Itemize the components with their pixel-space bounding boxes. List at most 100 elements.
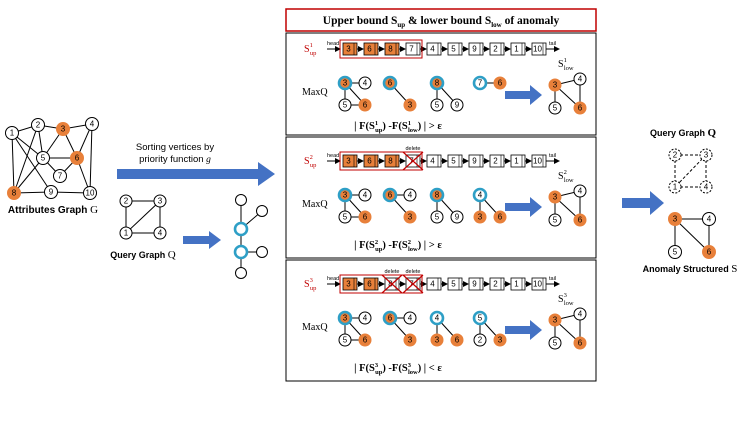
node-circle — [548, 101, 562, 115]
maxq-subgraph: 63 — [382, 75, 417, 112]
list-cell-5: 5 — [447, 42, 463, 56]
node-circle — [429, 310, 445, 326]
node-label: 4 — [704, 183, 709, 192]
node-label: 4 — [707, 215, 712, 224]
list-cell-1: 1 — [510, 42, 526, 56]
node-label: 6 — [498, 213, 503, 222]
maxq-top-node: 6 — [382, 310, 398, 326]
header-title-suffix: of anomaly — [502, 15, 560, 27]
maxq-node: 4 — [358, 311, 372, 325]
node-circle — [702, 212, 716, 226]
list-head-label: head — [327, 276, 339, 282]
node-label: 5 — [553, 339, 558, 348]
tree-leaf-node — [235, 267, 247, 279]
maxq-node: 3 — [473, 210, 487, 224]
node-circle — [56, 122, 70, 136]
node-circle — [472, 75, 488, 91]
tree-center-node — [233, 221, 249, 237]
anomaly-label: Anomaly Structured — [643, 264, 729, 274]
anomaly-node-5: 5 — [668, 245, 682, 259]
node-label: 4 — [363, 314, 368, 323]
list-head-label: head — [327, 41, 339, 47]
node-circle — [233, 221, 249, 237]
node-circle — [358, 311, 372, 325]
list-cell-value: 1 — [514, 45, 519, 54]
attr-graph-node-7: 7 — [53, 169, 67, 183]
list-cell-value: 4 — [430, 157, 435, 166]
tree-leaf-node — [235, 194, 247, 206]
node-label: 7 — [478, 79, 483, 88]
list-cell-value: 3 — [346, 45, 351, 54]
node-circle — [472, 310, 488, 326]
anomaly-node-3: 3 — [668, 212, 682, 226]
list-cell-2: 2 — [489, 42, 505, 56]
node-circle — [358, 76, 372, 90]
node-circle — [382, 75, 398, 91]
attr-graph-edge — [11, 132, 15, 194]
node-label: 5 — [673, 248, 678, 257]
anomaly-edge — [674, 218, 710, 253]
query-right-node-3: 3 — [699, 148, 713, 162]
list-cell-value: 8 — [388, 157, 393, 166]
node-label: 2 — [124, 197, 129, 206]
node-label: 3 — [408, 336, 413, 345]
node-label: 5 — [553, 216, 558, 225]
node-label: 3 — [673, 215, 678, 224]
list-cell-3: 3 — [342, 277, 358, 291]
query-right-edge — [674, 154, 707, 188]
node-label: 7 — [58, 172, 63, 181]
node-circle — [493, 210, 507, 224]
node-circle — [83, 186, 97, 200]
attr-graph-node-8: 8 — [7, 186, 21, 200]
node-label: 5 — [41, 154, 46, 163]
list-cell-5: 5 — [447, 154, 463, 168]
list-tail-label: tail — [549, 153, 556, 159]
list-cell-10: 10 — [531, 277, 547, 291]
node-circle — [493, 333, 507, 347]
node-label: 3 — [343, 191, 348, 200]
maxq-node: 6 — [450, 333, 464, 347]
node-circle — [548, 313, 562, 327]
node-label: 4 — [90, 120, 95, 129]
upper-bound-box — [339, 151, 423, 171]
delete-cross — [402, 151, 424, 171]
attributes-graph-symbol: G — [90, 204, 98, 216]
list-tail-label: tail — [549, 41, 556, 47]
node-label: 3 — [553, 316, 558, 325]
list-cell-2: 2 — [489, 277, 505, 291]
anomaly-symbol: S — [731, 263, 737, 275]
node-label: 3 — [704, 151, 709, 160]
node-label: 3 — [343, 314, 348, 323]
list-cell-3: 3 — [342, 154, 358, 168]
node-circle — [573, 213, 587, 227]
node-circle — [573, 307, 587, 321]
node-label: 4 — [363, 191, 368, 200]
node-label: 8 — [435, 79, 440, 88]
node-label: 6 — [363, 101, 368, 110]
lower-bound-node-6: 6 — [573, 336, 587, 350]
node-circle — [548, 336, 562, 350]
list-cell-value: 10 — [533, 280, 542, 289]
list-cell-value: 5 — [451, 157, 456, 166]
lower-bound-node-3: 3 — [548, 313, 562, 327]
node-label: 6 — [498, 79, 503, 88]
query-right-node-4: 4 — [699, 180, 713, 194]
tree-leaf-node — [256, 246, 268, 258]
node-label: 2 — [36, 121, 41, 130]
svg-text:Upper bound Sup & lower bound: Upper bound Sup & lower bound Slow of an… — [323, 15, 560, 29]
node-circle — [31, 118, 45, 132]
attr-graph-edge — [13, 124, 39, 194]
